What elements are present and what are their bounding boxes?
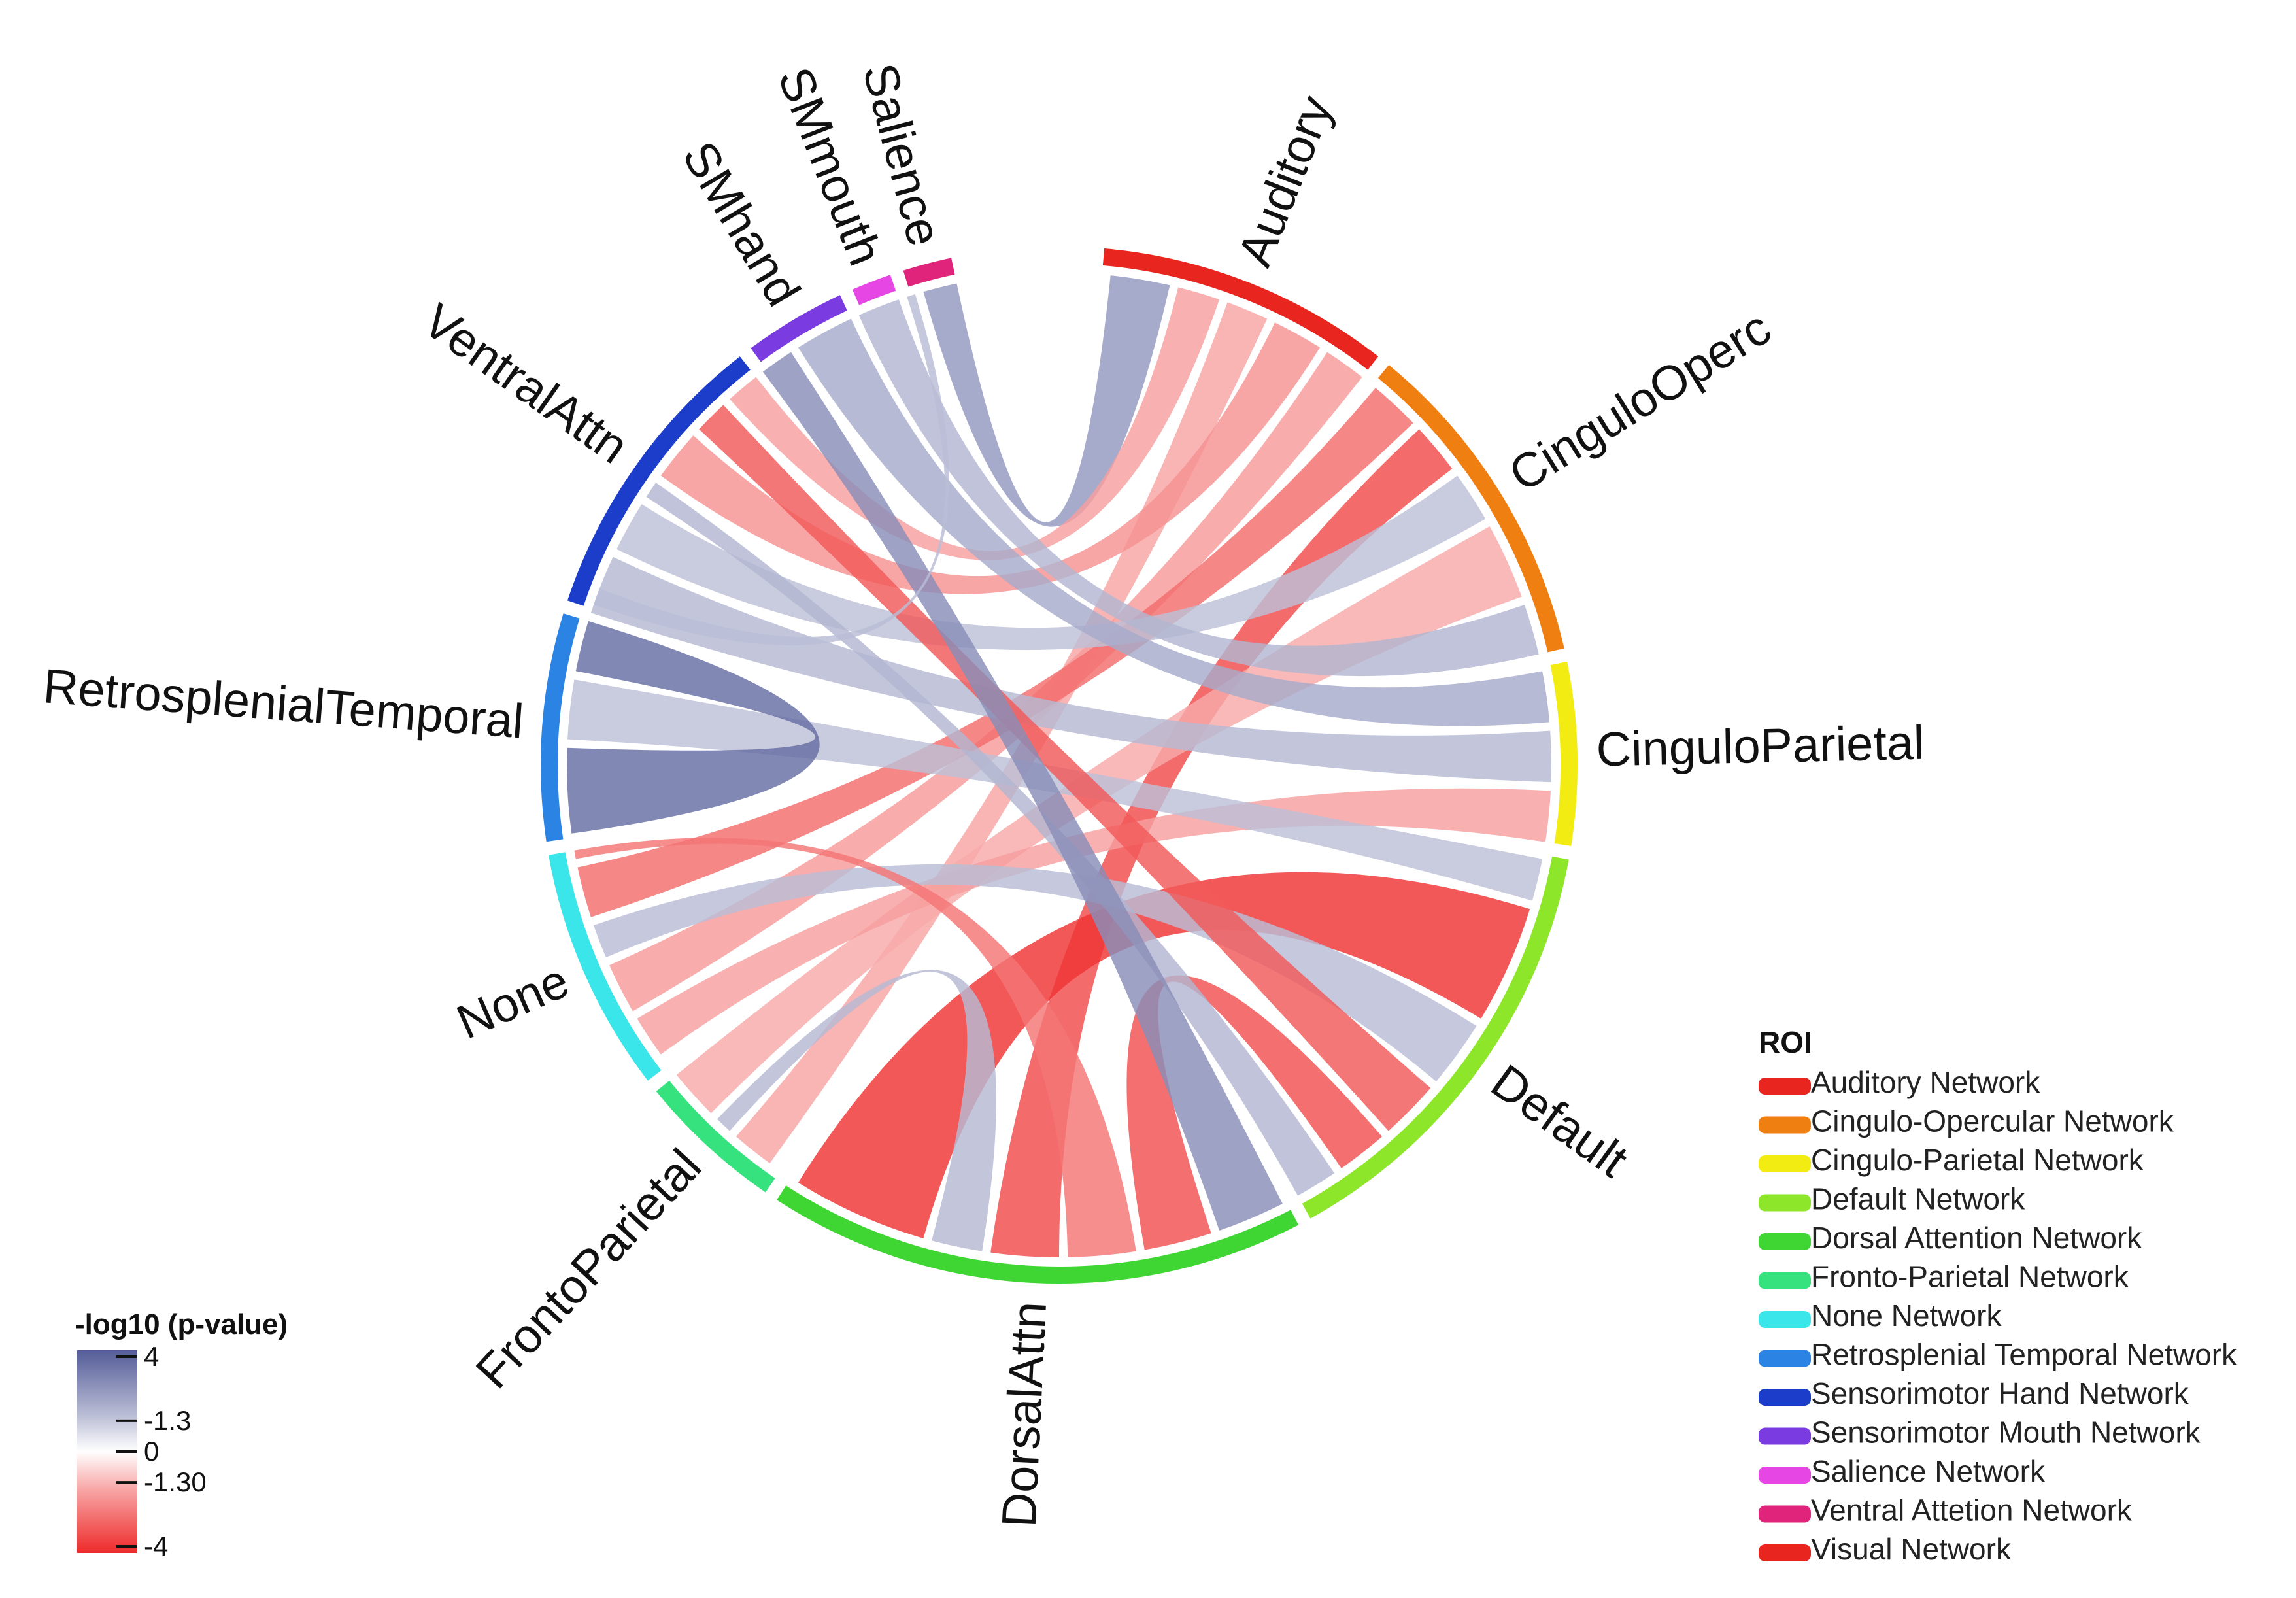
roi-legend-label-8: Retrosplenial Temporal Network bbox=[1811, 1338, 2237, 1372]
roi-legend-label-1: Auditory Network bbox=[1811, 1065, 2040, 1099]
chord-link-18 bbox=[1126, 975, 1383, 1250]
roi-legend-swatch-1 bbox=[1759, 1078, 1811, 1095]
chord-link-15 bbox=[798, 872, 1530, 1238]
chord-link-11 bbox=[798, 318, 1550, 726]
roi-legend-label-2: Cingulo-Opercular Network bbox=[1811, 1104, 2174, 1138]
chord-link-21 bbox=[574, 838, 1136, 1257]
chord-link-17 bbox=[699, 405, 1431, 1131]
roi-legend-label-4: Default Network bbox=[1811, 1182, 2025, 1216]
colorbar-ticks: -4 -1.300-1.3 4 bbox=[116, 1341, 207, 1561]
roi-legend-swatch-6 bbox=[1759, 1272, 1811, 1289]
roi-legend-swatch-11 bbox=[1759, 1467, 1811, 1484]
colorbar-tick-label-3: 0 bbox=[144, 1436, 159, 1467]
sector-arc-smmouth bbox=[852, 275, 896, 305]
sector-label-fronto-parietal: FrontoParietal bbox=[465, 1138, 711, 1399]
sector-label-cingulo-operc: CinguloOperc bbox=[1500, 300, 1780, 502]
sector-arc-cingulo-parietal bbox=[1550, 661, 1578, 847]
sector-arc-ventral-attn bbox=[567, 356, 751, 606]
sector-label-default: Default bbox=[1481, 1054, 1638, 1188]
chord-link-8 bbox=[616, 475, 1486, 651]
chord-link-10 bbox=[858, 299, 1539, 677]
sector-arc-retrosplenial-temporal bbox=[541, 613, 580, 842]
sector-arc-smhand bbox=[751, 295, 847, 362]
sector-label-smhand: SMhand bbox=[672, 132, 811, 314]
roi-legend-swatch-8 bbox=[1759, 1350, 1811, 1367]
chord-link-23 bbox=[566, 620, 820, 834]
chord-link-1 bbox=[923, 275, 1170, 527]
chord-link-20 bbox=[762, 352, 1283, 1231]
roi-legend-label-6: Fronto-Parietal Network bbox=[1811, 1260, 2129, 1294]
sector-arc-none bbox=[549, 852, 662, 1081]
colorbar-tick-label-4: -1.3 bbox=[144, 1405, 191, 1436]
roi-legend-swatch-3 bbox=[1759, 1155, 1811, 1172]
sector-arc-default bbox=[1302, 856, 1569, 1219]
roi-legend-swatch-5 bbox=[1759, 1233, 1811, 1250]
chord-link-16 bbox=[594, 864, 1477, 1082]
roi-legend-swatch-7 bbox=[1759, 1311, 1811, 1328]
sector-label-ventral-attn: VentralAttn bbox=[414, 293, 639, 474]
network-sectors bbox=[541, 248, 1578, 1284]
colorbar-tick-label-5: 4 bbox=[144, 1341, 159, 1372]
sector-arc-fronto-parietal bbox=[656, 1080, 775, 1193]
sector-label-none: None bbox=[449, 953, 577, 1049]
chord-links bbox=[566, 275, 1551, 1257]
colorbar-tick-label-1: -4 bbox=[144, 1531, 168, 1561]
roi-legend-swatch-4 bbox=[1759, 1194, 1811, 1212]
chord-link-24 bbox=[594, 294, 949, 646]
chord-link-19 bbox=[646, 483, 1335, 1196]
roi-legend-label-13: Visual Network bbox=[1811, 1532, 2012, 1566]
colorbar-tick-label-2: -1.30 bbox=[144, 1467, 207, 1497]
roi-legend-label-7: None Network bbox=[1811, 1299, 2002, 1333]
sector-arc-cingulo-operc bbox=[1377, 365, 1564, 653]
sector-label-cingulo-parietal: CinguloParietal bbox=[1596, 715, 1925, 777]
sector-labels: AuditoryCinguloOpercCinguloParietalDefau… bbox=[41, 58, 1925, 1529]
chord-link-13 bbox=[637, 788, 1551, 1055]
roi-legend-swatch-2 bbox=[1759, 1116, 1811, 1134]
roi-legend-label-3: Cingulo-Parietal Network bbox=[1811, 1143, 2144, 1177]
chord-link-6 bbox=[577, 388, 1413, 917]
chord-link-12 bbox=[590, 556, 1551, 783]
roi-legend-label-9: Sensorimotor Hand Network bbox=[1811, 1376, 2189, 1410]
roi-legend-label-5: Dorsal Attention Network bbox=[1811, 1221, 2142, 1255]
sector-arc-auditory bbox=[1102, 248, 1379, 370]
roi-legend-swatch-10 bbox=[1759, 1427, 1811, 1445]
chord-link-22 bbox=[717, 970, 996, 1251]
sector-arc-dorsal-attn bbox=[777, 1185, 1299, 1284]
roi-legend-swatch-12 bbox=[1759, 1505, 1811, 1523]
sector-arc-salience bbox=[903, 258, 955, 287]
roi-legend-label-10: Sensorimotor Mouth Network bbox=[1811, 1416, 2201, 1450]
roi-legend-label-11: Salience Network bbox=[1811, 1454, 2046, 1488]
sector-label-auditory: Auditory bbox=[1227, 88, 1343, 273]
pvalue-colorbar: -log10 (p-value) -4 -1.300-1.3 4 bbox=[75, 1308, 288, 1561]
chord-link-4 bbox=[660, 322, 1321, 594]
colorbar-title: -log10 (p-value) bbox=[75, 1308, 288, 1340]
sector-label-retrosplenial-temporal: RetrosplenialTemporal bbox=[41, 658, 525, 748]
roi-legend-title: ROI bbox=[1759, 1025, 1812, 1059]
roi-legend-label-12: Ventral Attetion Network bbox=[1811, 1493, 2133, 1527]
chord-link-7 bbox=[990, 429, 1453, 1257]
sector-label-dorsal-attn: DorsalAttn bbox=[992, 1300, 1056, 1529]
roi-legend-swatch-9 bbox=[1759, 1389, 1811, 1406]
roi-legend-swatch-13 bbox=[1759, 1544, 1811, 1561]
chord-link-5 bbox=[609, 352, 1362, 1012]
chord-link-3 bbox=[735, 302, 1268, 1164]
